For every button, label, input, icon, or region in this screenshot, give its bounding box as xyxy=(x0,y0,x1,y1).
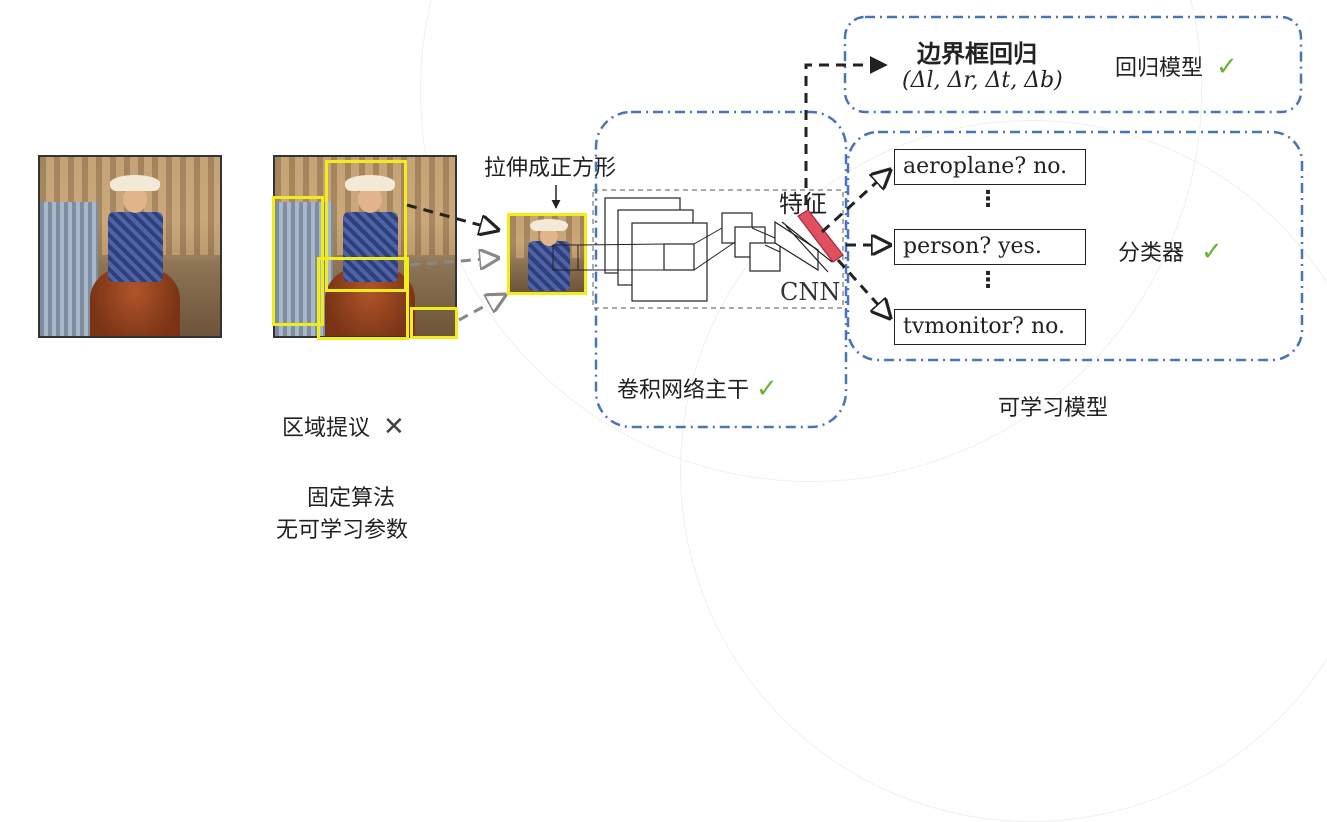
proposal-box xyxy=(325,160,407,292)
regression-model-label: 回归模型 ✓ xyxy=(1115,50,1238,82)
region-proposal-text: 区域提议 xyxy=(282,416,371,441)
feature-vector xyxy=(797,209,844,263)
proposal-arrow xyxy=(406,203,498,230)
proposal-box xyxy=(317,257,409,340)
regression-arrow xyxy=(804,56,888,205)
classifier-text: 分类器 xyxy=(1118,241,1185,266)
proposal-arrow xyxy=(458,295,505,322)
diagram-overlay xyxy=(406,15,1304,429)
check-icon: ✓ xyxy=(756,374,778,404)
bbox-regression-title: 边界框回归 xyxy=(917,40,1037,68)
proposal-arrow xyxy=(409,258,498,265)
bbox-regression-formula: (Δl, Δr, Δt, Δb) xyxy=(902,68,1063,93)
learnable-model-label: 可学习模型 xyxy=(998,396,1109,421)
fixed-algo-line2: 无可学习参数 xyxy=(276,518,409,543)
backbone-box xyxy=(594,110,848,429)
input-photo xyxy=(38,155,222,338)
proposal-box xyxy=(272,196,324,326)
classifier-box xyxy=(846,130,1304,362)
backbone-label: 卷积网络主干 ✓ xyxy=(617,372,778,404)
cnn-dashed-box xyxy=(592,189,844,309)
classifier-item-person: person? yes. xyxy=(894,229,1086,265)
fixed-algo-line1: 固定算法 xyxy=(307,486,396,511)
classifier-arrow xyxy=(820,170,890,234)
classifier-arrow xyxy=(836,258,890,318)
cnn-projection-lines xyxy=(552,227,781,271)
backbone-text: 卷积网络主干 xyxy=(617,378,750,403)
proposal-photo xyxy=(273,155,457,338)
cnn-label: CNN xyxy=(780,278,841,306)
regression-box xyxy=(843,15,1303,114)
regression-model-text: 回归模型 xyxy=(1115,56,1204,81)
classifier-label: 分类器 ✓ xyxy=(1118,235,1223,267)
classifier-item-aeroplane: aeroplane? no. xyxy=(894,149,1086,185)
warped-crop xyxy=(507,213,587,295)
cross-icon: ✕ xyxy=(383,412,405,442)
cnn-layers xyxy=(604,197,833,302)
region-proposal-label: 区域提议 ✕ xyxy=(282,410,405,442)
check-icon: ✓ xyxy=(1201,237,1223,267)
check-icon: ✓ xyxy=(1216,52,1238,82)
stretch-label: 拉伸成正方形 xyxy=(484,156,617,181)
classifier-item-tvmonitor: tvmonitor? no. xyxy=(894,309,1086,345)
proposal-box xyxy=(410,307,458,339)
